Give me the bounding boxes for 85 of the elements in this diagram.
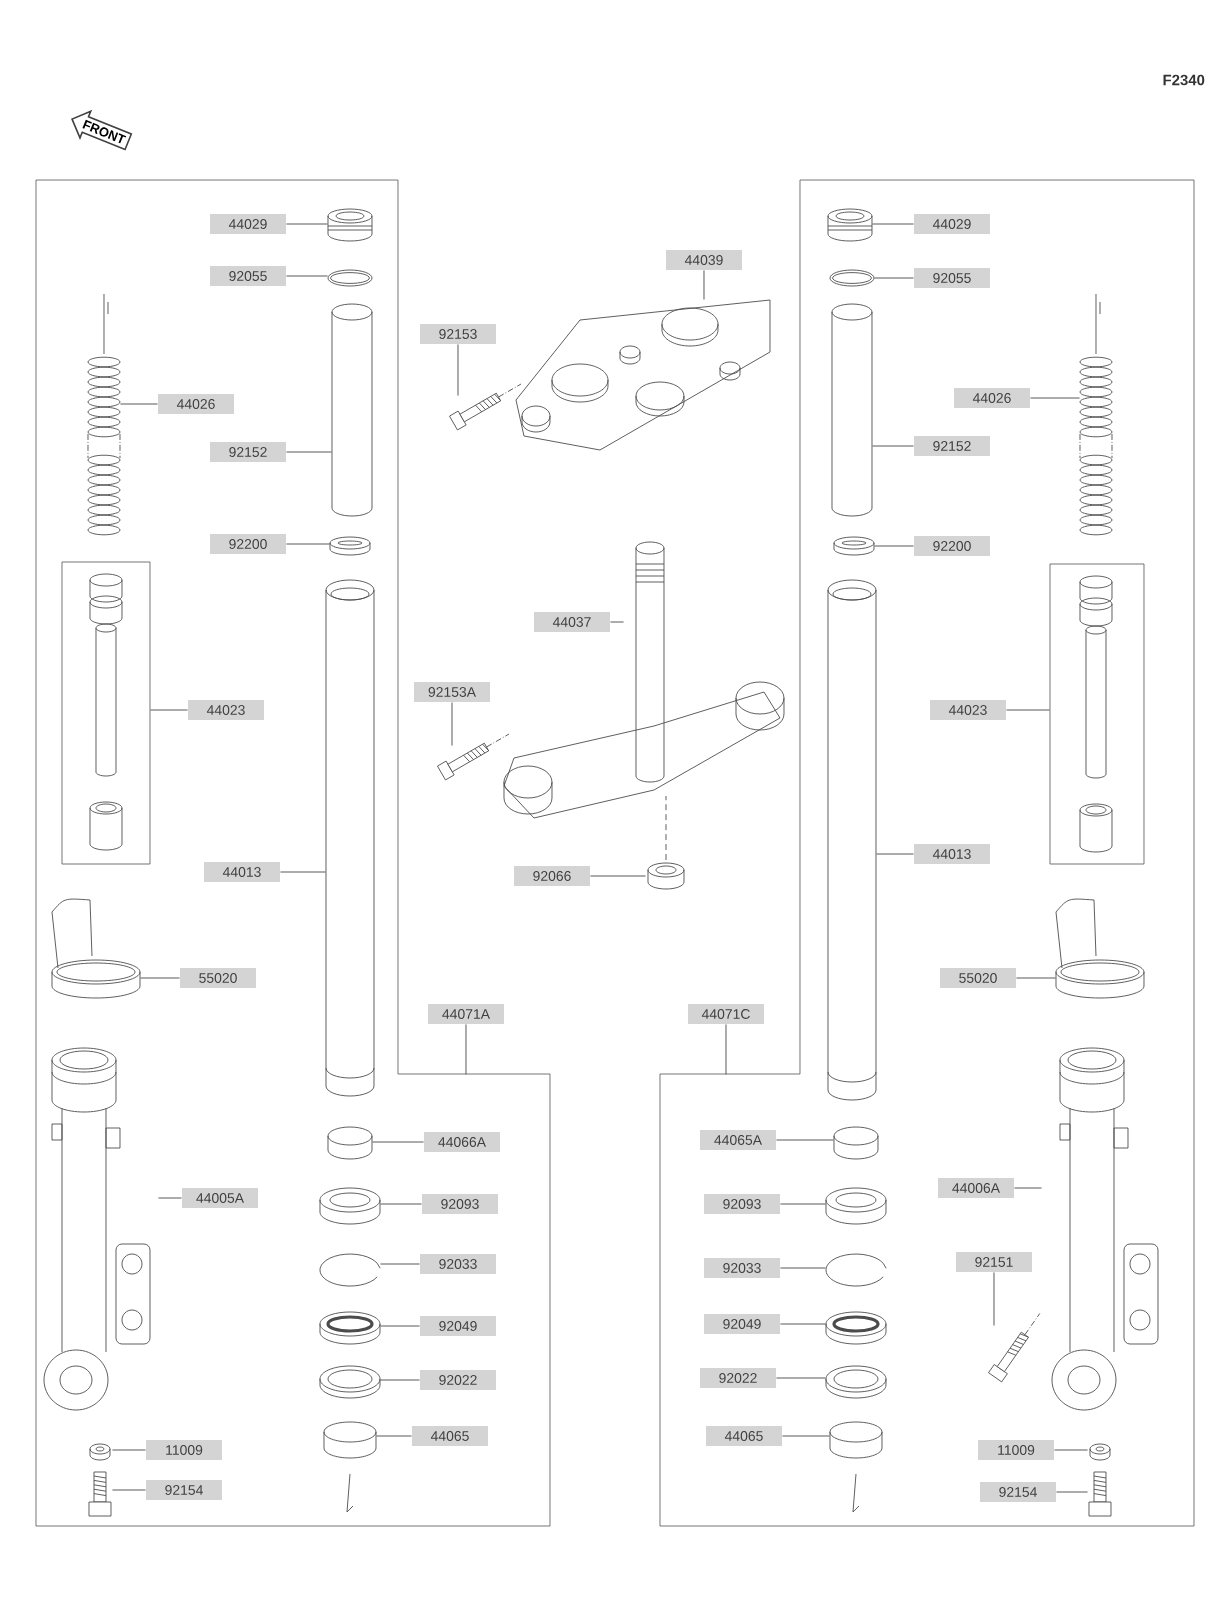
dust-seal-drawing (825, 1311, 887, 1345)
bolt-drawing (437, 733, 510, 781)
leader-line (875, 853, 915, 855)
leader-line (703, 269, 705, 301)
leader-line (873, 545, 915, 547)
bolt-drawing (988, 1312, 1041, 1383)
leader-line (375, 1435, 413, 1437)
leader-line (285, 275, 329, 277)
o-ring-drawing (327, 269, 373, 287)
lower-leg-drawing (1051, 1047, 1159, 1411)
leader-line (871, 223, 915, 225)
washer-drawing (825, 1365, 887, 1399)
washer-drawing (89, 1443, 111, 1461)
leader-line (589, 875, 647, 877)
leader-line (871, 445, 915, 447)
fork-guard-drawing (51, 898, 141, 999)
bushing-drawing (829, 1421, 883, 1513)
leader-line (1053, 1449, 1089, 1451)
bushing-drawing (327, 1126, 373, 1160)
leader-line (457, 343, 459, 397)
leader-line (379, 1203, 423, 1205)
leader-line (149, 709, 189, 711)
leader-line (1015, 977, 1057, 979)
assembly-frame (659, 179, 1195, 1527)
upper-clamp-drawing (515, 299, 771, 451)
leader-line (285, 451, 333, 453)
bushing-drawing (833, 1126, 879, 1160)
leader-line (379, 1379, 421, 1381)
o-ring-drawing (829, 269, 875, 287)
leader-line (379, 1263, 421, 1265)
washer-drawing (1089, 1443, 1111, 1461)
dust-seal-drawing (319, 1311, 381, 1345)
washer-drawing (319, 1365, 381, 1399)
leader-line (279, 871, 327, 873)
leader-line (1005, 709, 1051, 711)
group-box (1049, 563, 1145, 865)
leader-line (111, 1449, 147, 1451)
nut-drawing (647, 795, 685, 890)
damper-rod-drawing (89, 573, 123, 851)
fork-cap-drawing (827, 208, 873, 242)
leader-line (873, 277, 915, 279)
leader-line (1055, 1491, 1089, 1493)
leader-line (465, 1023, 467, 1075)
leader-line (111, 1489, 147, 1491)
leader-line (157, 1197, 183, 1199)
spring-drawing (87, 293, 121, 536)
circlip-drawing (319, 1253, 381, 1287)
spring-drawing (1079, 293, 1113, 536)
leader-line (1029, 397, 1081, 399)
washer-drawing (833, 536, 875, 556)
leader-line (119, 403, 159, 405)
washer-drawing (329, 536, 371, 556)
leader-line (775, 1377, 827, 1379)
leader-line (285, 543, 331, 545)
leader-line (371, 1141, 425, 1143)
leader-line (779, 1267, 827, 1269)
bolt-drawing (1088, 1471, 1112, 1517)
oil-seal-drawing (319, 1187, 381, 1225)
lower-leg-drawing (43, 1047, 151, 1411)
circlip-drawing (825, 1253, 887, 1287)
bolt-drawing (88, 1471, 112, 1517)
outer-tube-drawing (325, 579, 375, 1097)
bushing-drawing (323, 1421, 377, 1513)
inner-tube-drawing (831, 303, 873, 517)
leader-line (379, 1325, 421, 1327)
leader-line (1013, 1187, 1043, 1189)
steering-stem-drawing (503, 541, 785, 819)
leader-line (451, 701, 453, 747)
fork-guard-drawing (1055, 898, 1145, 999)
group-box (61, 561, 151, 865)
leader-line (993, 1271, 995, 1327)
leader-line (779, 1203, 827, 1205)
leader-line (609, 621, 625, 623)
damper-rod-drawing (1079, 575, 1113, 853)
inner-tube-drawing (331, 303, 373, 517)
leader-line (779, 1323, 827, 1325)
bolt-drawing (449, 383, 522, 431)
leader-line (725, 1023, 727, 1075)
outer-tube-drawing (827, 579, 877, 1101)
leader-line (285, 223, 329, 225)
leader-line (781, 1435, 831, 1437)
leader-line (775, 1139, 835, 1141)
fork-cap-drawing (327, 208, 373, 242)
leader-line (139, 977, 181, 979)
oil-seal-drawing (825, 1187, 887, 1225)
